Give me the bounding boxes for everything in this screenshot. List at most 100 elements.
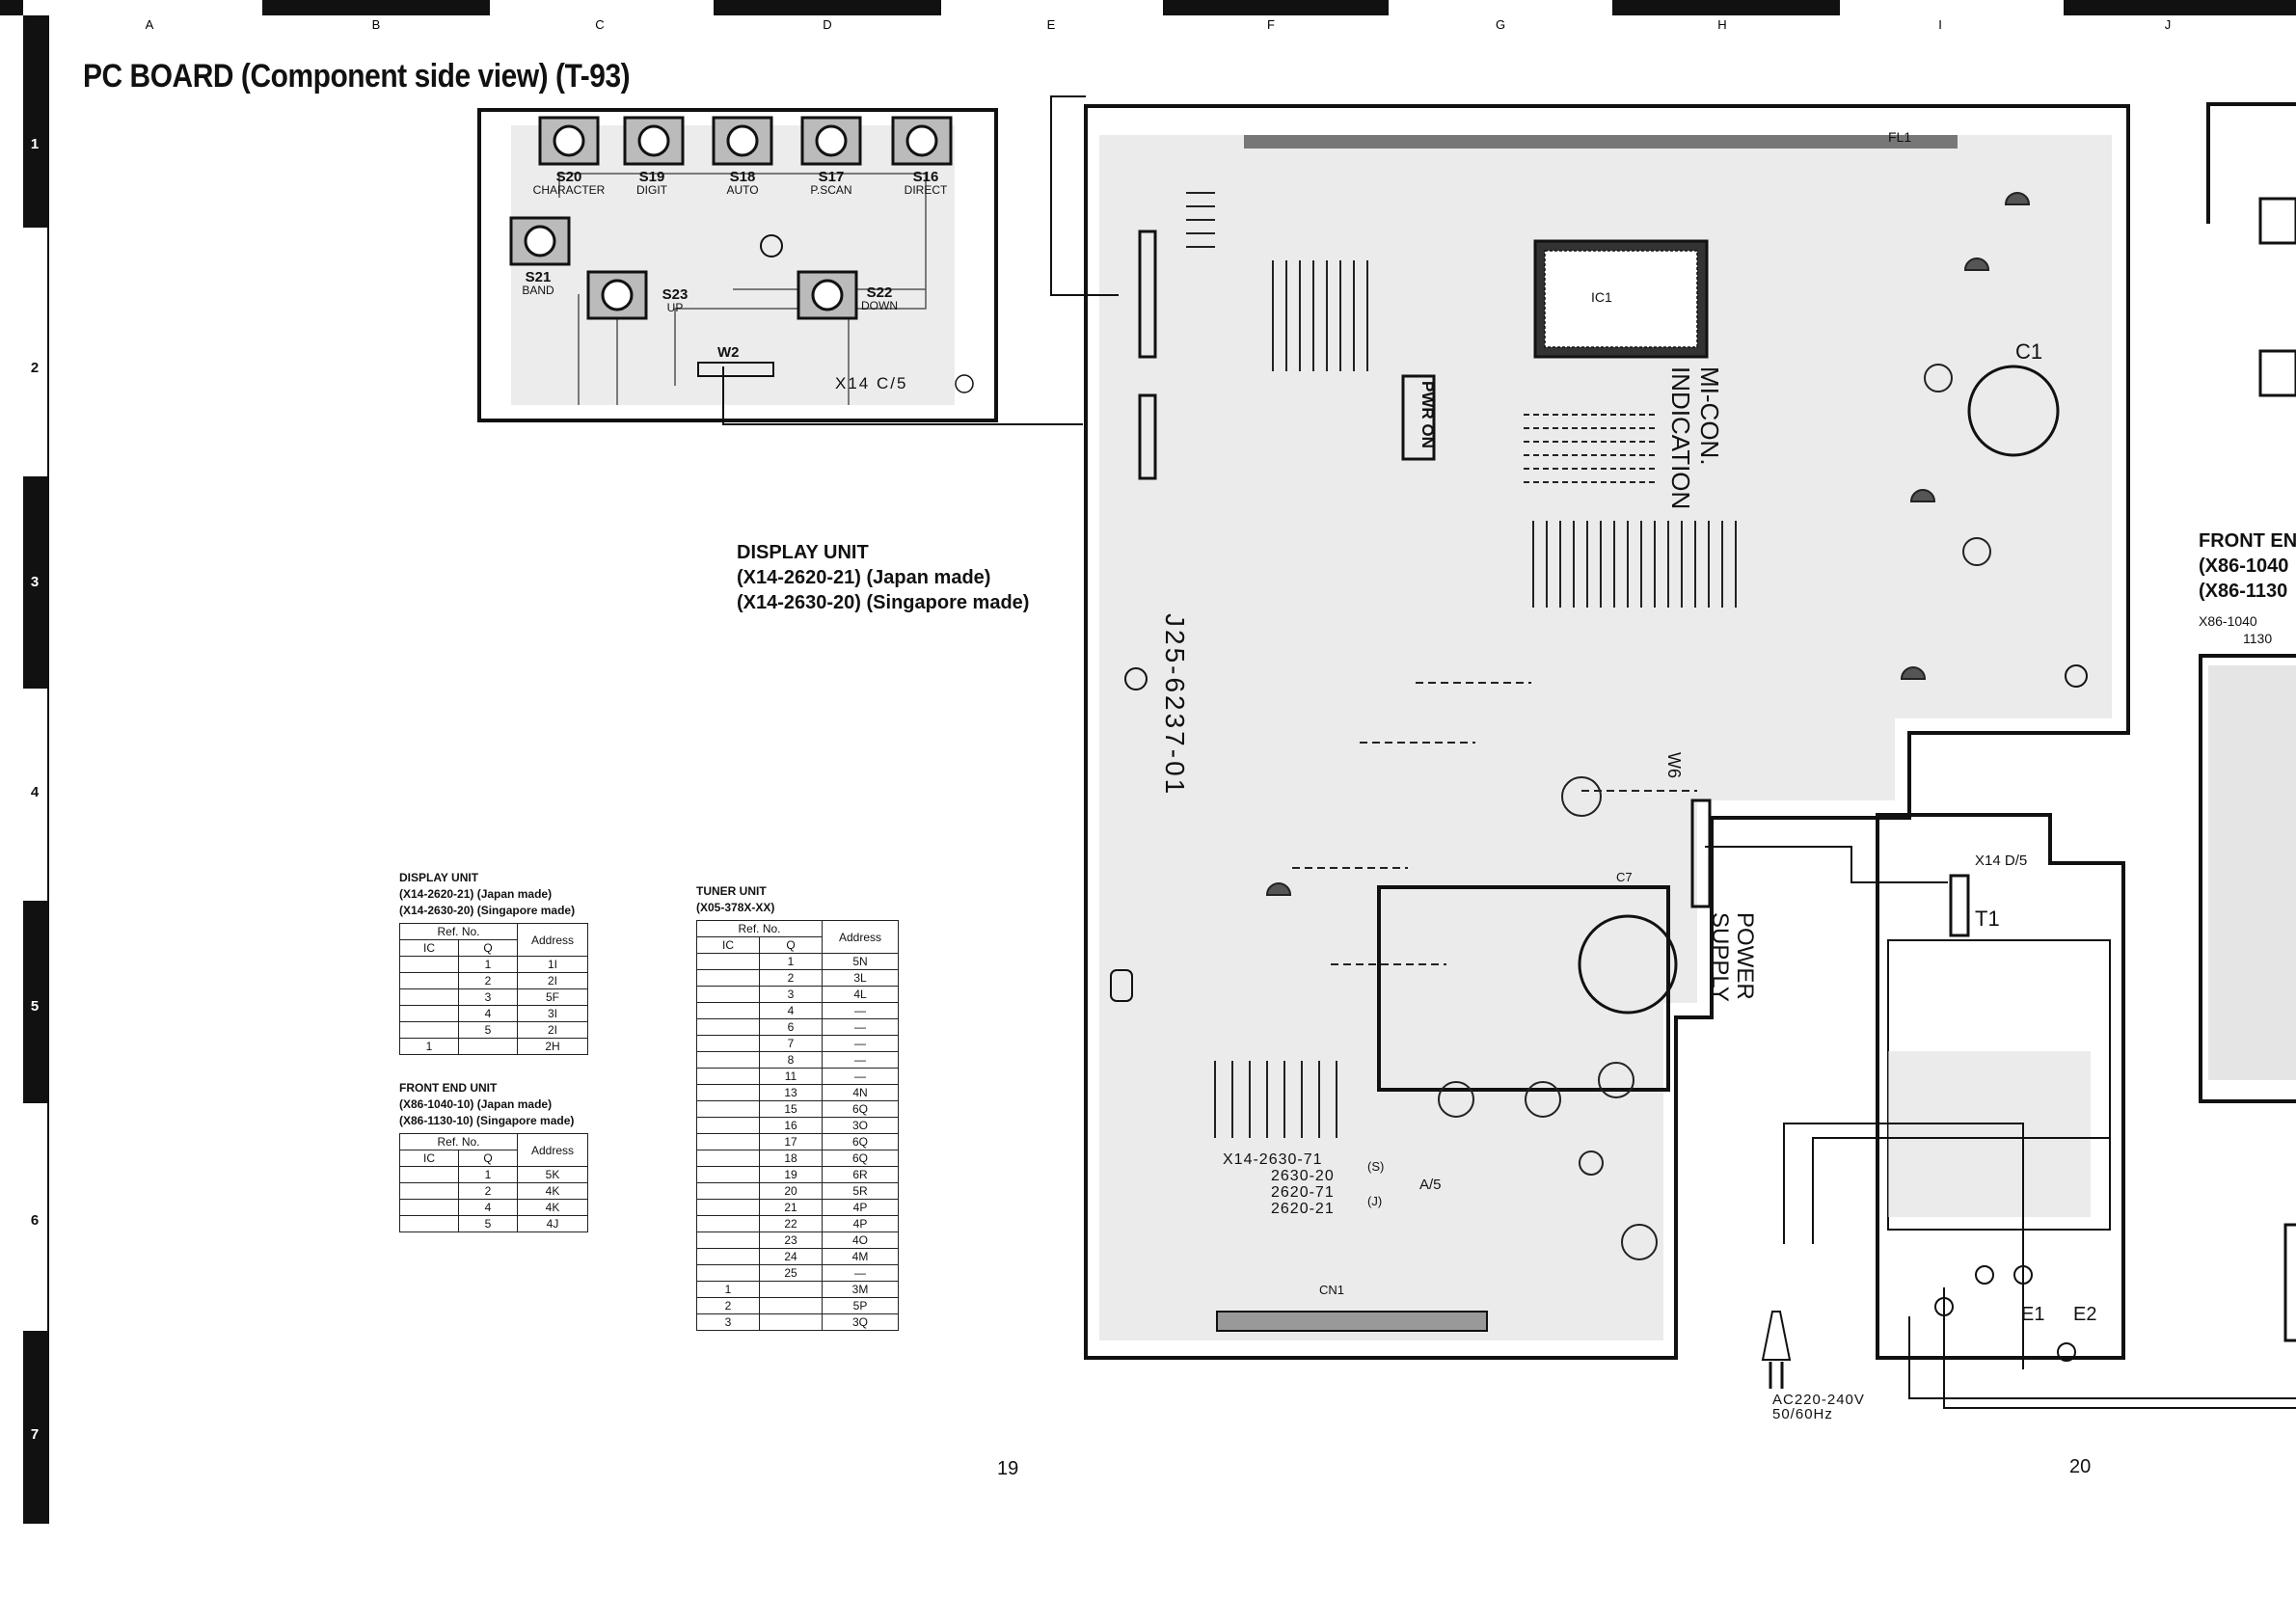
table-cell: — <box>822 1068 899 1085</box>
front-end-small-2: 1130 <box>2243 631 2273 646</box>
switch-ref: S17 <box>818 169 845 185</box>
table-cell: 3O <box>822 1117 899 1134</box>
table-cell <box>399 972 459 989</box>
table-cell <box>696 1002 760 1019</box>
table-cell <box>696 1264 760 1282</box>
table-row: 8— <box>696 1051 899 1069</box>
table-cell <box>696 953 760 970</box>
table-cell: 4 <box>458 1199 518 1216</box>
table-cell: 4O <box>822 1232 899 1249</box>
display-unit-singapore: (X14-2630-20) (Singapore made) <box>737 592 1030 613</box>
front-end-table: FRONT END UNIT (X86-1040-10) (Japan made… <box>399 1080 588 1232</box>
table-cell: 6Q <box>822 1100 899 1118</box>
table-cell: 1 <box>458 1166 518 1183</box>
table-cell: 5P <box>822 1297 899 1314</box>
column-label: C <box>595 17 604 32</box>
capacitor <box>1561 776 1602 817</box>
table-cell: 4M <box>822 1248 899 1265</box>
switch-body <box>797 270 858 320</box>
switch-name: UP <box>666 301 684 314</box>
table-cell <box>696 1248 760 1265</box>
q-head: Q <box>458 1150 518 1167</box>
capacitor <box>1579 1150 1604 1176</box>
table-cell <box>696 1117 760 1134</box>
table-cell: 2I <box>517 972 588 989</box>
table-cell <box>399 1021 459 1039</box>
table-row: 2 5P <box>696 1297 899 1314</box>
front-end-line2: (X86-1040 <box>2199 555 2289 577</box>
table-cell <box>759 1297 823 1314</box>
table-cell <box>696 1035 760 1052</box>
mi-con-label: MI-CON. INDICATION <box>1666 366 1724 509</box>
table-cell: 18 <box>759 1150 823 1167</box>
display-table-title1: DISPLAY UNIT <box>399 871 479 884</box>
switch-ref: S18 <box>729 169 756 185</box>
table-cell <box>759 1313 823 1331</box>
table-cell: 11 <box>759 1068 823 1085</box>
e1-label: E1 <box>2021 1304 2045 1325</box>
display-unit-japan: (X14-2620-21) (Japan made) <box>737 567 991 588</box>
table-cell: 5 <box>458 1021 518 1039</box>
table-cell: 2 <box>696 1297 760 1314</box>
switch-ref: S19 <box>638 169 665 185</box>
power-supply-label: POWER SUPPLY <box>1707 912 1758 1002</box>
table-cell: 5 <box>458 1215 518 1232</box>
power-supply-line2: SUPPLY <box>1707 912 1733 1002</box>
switch-body <box>712 116 773 166</box>
table-cell: 5K <box>517 1166 588 1183</box>
table-cell: 25 <box>759 1264 823 1282</box>
front-end-line1: FRONT END <box>2199 530 2296 552</box>
table-row: 4— <box>696 1002 899 1019</box>
switch-body <box>509 216 571 266</box>
tuner-unit-table: TUNER UNIT (X05-378X-XX) Ref. No.Address… <box>696 883 899 1331</box>
variants-label: X14-2630-71 2630-20 2620-71 2620-21 <box>1223 1151 1335 1217</box>
capacitor <box>1438 1081 1474 1118</box>
table-cell <box>399 1199 459 1216</box>
ic-head: IC <box>696 936 760 954</box>
transistor <box>1900 666 1927 680</box>
q-head: Q <box>458 939 518 957</box>
mi-con-line2: INDICATION <box>1666 366 1695 510</box>
table-cell: 13 <box>759 1084 823 1101</box>
main-traces <box>1186 192 2031 1260</box>
switch-name: DIRECT <box>904 183 948 197</box>
switch-ref: S23 <box>662 286 689 303</box>
addr-head: Address <box>517 1133 588 1167</box>
capacitor <box>1525 1081 1561 1118</box>
variant-mark-j: (J) <box>1367 1194 1383 1208</box>
e2-label: E2 <box>2073 1304 2097 1325</box>
t1-label: T1 <box>1975 907 2000 931</box>
column-label: E <box>1047 17 1056 32</box>
fl1-label: FL1 <box>1888 129 1912 145</box>
column-label: B <box>372 17 381 32</box>
switch-name: DIGIT <box>636 183 667 197</box>
transformer-board-code: X14 D/5 <box>1975 853 2028 869</box>
table-cell: 5R <box>822 1182 899 1200</box>
table-cell: 6R <box>822 1166 899 1183</box>
table-row: 7— <box>696 1035 899 1052</box>
row-label: 5 <box>31 998 39 1015</box>
table-cell: 4P <box>822 1215 899 1232</box>
table-cell <box>399 956 459 973</box>
front-end-board <box>2199 102 2296 1342</box>
